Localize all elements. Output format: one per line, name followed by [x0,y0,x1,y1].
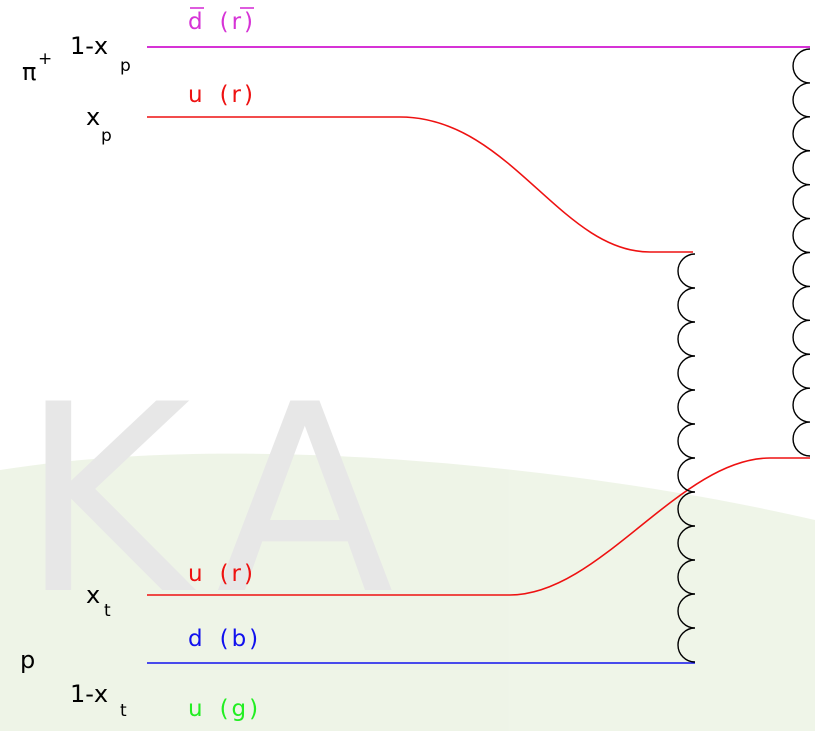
label-proton-bottom-sub: t [120,701,127,721]
label-proton-top-sub: t [104,601,111,621]
gluon-line-upper [792,48,811,457]
watermark: KA [0,350,815,731]
gluon-line-lower [677,253,696,663]
label-proton-bottom: 1-x [70,680,108,708]
watermark-text: KA [20,350,424,652]
label-pion-bottom: x [86,103,100,131]
proton-label: p [20,646,35,674]
gluon-coil-upper [792,48,811,457]
pion-charge: + [38,49,52,69]
quark-line-u-pion [147,116,693,253]
quark-label-dbar-text: d(r) [188,9,256,35]
quark-label-dbar: d(r) [188,7,256,35]
quark-label-u-proton-g: u(g) [188,696,261,722]
quark-lines [147,46,810,664]
label-pion-top: 1-x [70,32,108,60]
quark-line-u-proton [147,457,810,596]
label-pion-bottom-sub: p [101,126,112,146]
pion-label: π [22,58,36,86]
quark-label-d-proton: d(b) [188,626,261,652]
label-pion-top-sub: p [120,56,131,76]
watermark-swoosh [0,453,815,731]
quark-label-u-pion: u(r) [188,82,256,108]
gluon-coil-lower [677,253,696,663]
quark-label-u-proton-r: u(r) [188,561,256,587]
label-proton-top: x [86,581,100,609]
